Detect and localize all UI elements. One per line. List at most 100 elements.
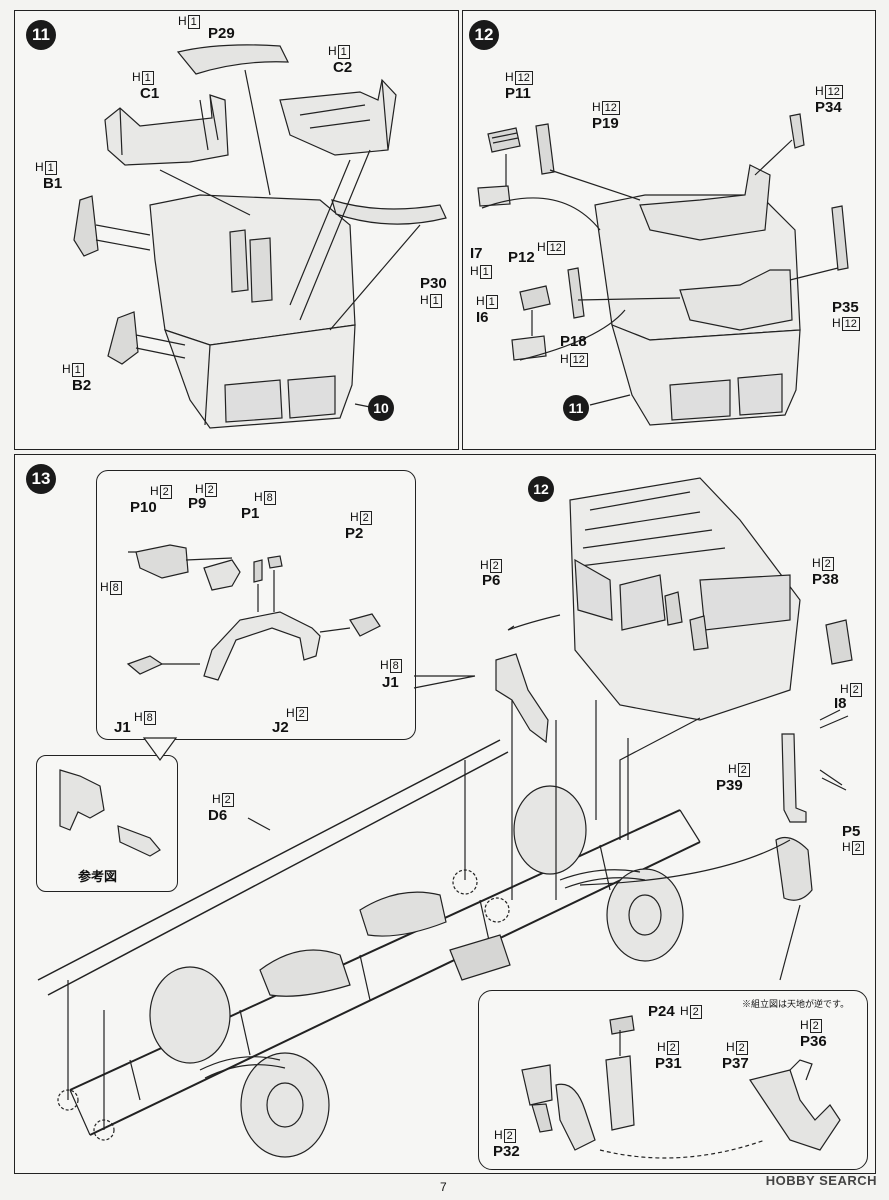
- assembly-note: ※組立図は天地が逆です。: [742, 999, 850, 1009]
- runner-h: H: [842, 840, 851, 854]
- fender-subassembly-box: [96, 470, 416, 740]
- runner-num: 2: [737, 763, 750, 777]
- runner-h: H: [560, 352, 569, 366]
- runner-num: 2: [359, 511, 372, 525]
- runner-h: H: [505, 70, 514, 84]
- runner-num: 2: [735, 1041, 748, 1055]
- c2-label: C2: [333, 59, 353, 76]
- runner-h: H: [328, 44, 337, 58]
- p29-label: P29: [208, 25, 235, 42]
- b1-label: B1: [43, 175, 63, 192]
- runner-num: 1: [429, 294, 442, 308]
- runner-num: 8: [143, 711, 156, 725]
- runner-h: H: [100, 580, 109, 594]
- ref-step-11-badge: 11: [563, 395, 589, 421]
- runner-num: 2: [666, 1041, 679, 1055]
- runner-num: 8: [109, 581, 122, 595]
- runner-num: 2: [204, 483, 217, 497]
- runner-h: H: [537, 240, 546, 254]
- runner-h: H: [726, 1040, 735, 1054]
- p1-label: P1: [241, 505, 260, 522]
- runner-num: 2: [849, 683, 862, 697]
- p31-label: P31: [655, 1055, 682, 1072]
- runner-h: H: [728, 762, 737, 776]
- p11-label: P11: [505, 85, 531, 102]
- runner-h: H: [254, 490, 263, 504]
- p38-label: P38: [812, 571, 839, 588]
- runner-num: 1: [141, 71, 154, 85]
- i6-label: I6: [476, 309, 489, 326]
- b2-label: B2: [72, 377, 92, 394]
- runner-h: H: [350, 510, 359, 524]
- runner-num: 1: [337, 45, 350, 59]
- d6-label: D6: [208, 807, 228, 824]
- runner-h: H: [420, 293, 429, 307]
- step-13-badge: 13: [26, 464, 56, 494]
- runner-num: 12: [824, 85, 843, 99]
- runner-num: 8: [263, 491, 276, 505]
- runner-num: 2: [689, 1005, 702, 1019]
- j1a-label: J1: [382, 674, 399, 691]
- runner-h: H: [494, 1128, 503, 1142]
- runner-num: 2: [295, 707, 308, 721]
- runner-h: H: [832, 316, 841, 330]
- runner-num: 12: [546, 241, 565, 255]
- c1-label: C1: [140, 85, 160, 102]
- p32-label: P32: [493, 1143, 520, 1160]
- runner-h: H: [657, 1040, 666, 1054]
- runner-num: 12: [841, 317, 860, 331]
- runner-h: H: [800, 1018, 809, 1032]
- runner-num: 1: [71, 363, 84, 377]
- p35-label: P35: [832, 299, 859, 316]
- runner-num: 2: [821, 557, 834, 571]
- runner-h: H: [470, 264, 479, 278]
- j2-label: J2: [272, 719, 289, 736]
- p19-label: P19: [592, 115, 619, 132]
- runner-h: H: [815, 84, 824, 98]
- runner-h: H: [840, 682, 849, 696]
- runner-num: 2: [159, 485, 172, 499]
- runner-num: 2: [503, 1129, 516, 1143]
- runner-num: 2: [809, 1019, 822, 1033]
- step-12-badge: 12: [469, 20, 499, 50]
- runner-num: 12: [601, 101, 620, 115]
- runner-h: H: [62, 362, 71, 376]
- runner-num: 1: [479, 265, 492, 279]
- p12-label: P12: [508, 249, 535, 266]
- runner-h: H: [592, 100, 601, 114]
- ref-step-10-badge: 10: [368, 395, 394, 421]
- runner-num: 1: [485, 295, 498, 309]
- runner-num: 12: [569, 353, 588, 367]
- runner-h: H: [286, 706, 295, 720]
- runner-num: 2: [221, 793, 234, 807]
